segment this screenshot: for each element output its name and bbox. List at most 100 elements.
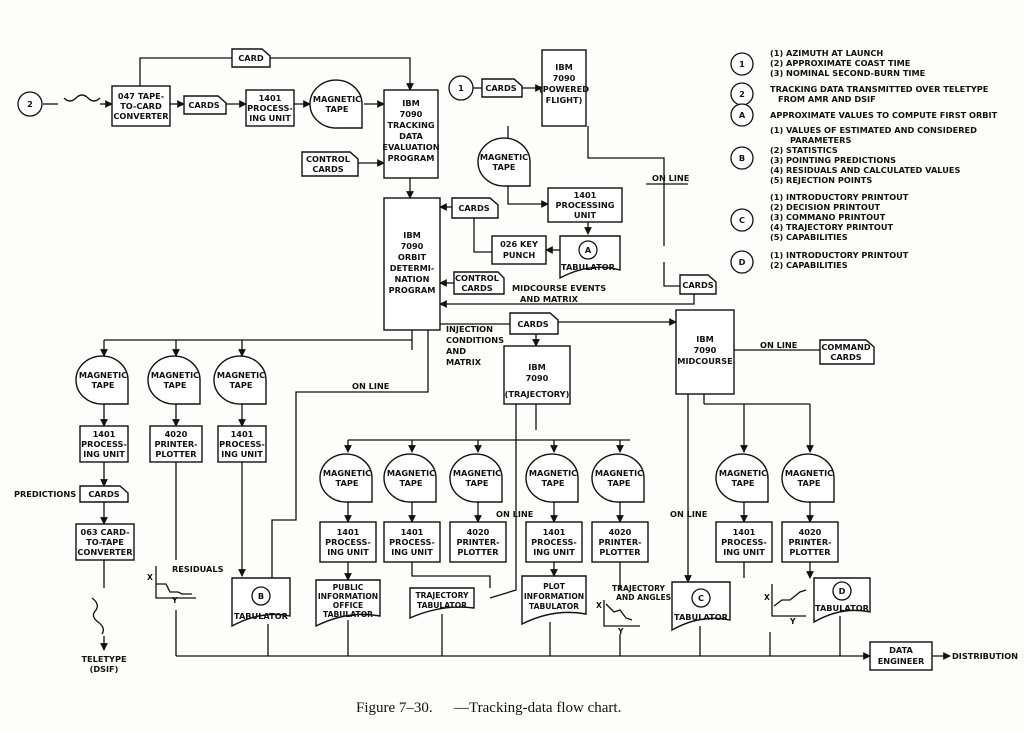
cards-b: CARDS — [481, 78, 523, 98]
proc-1401-b-box: 1401 PROCESSING UNIT — [547, 187, 623, 223]
legend: 1 (1) AZIMUTH AT LAUNCH (2) APPROXIMATE … — [730, 48, 998, 274]
legend-item-a: A APPROXIMATE VALUES TO COMPUTE FIRST OR… — [730, 103, 998, 127]
svg-text:TAPE: TAPE — [336, 478, 359, 488]
mag-tape-3: MAGNETIC TAPE — [213, 355, 267, 405]
svg-text:TAPE: TAPE — [92, 380, 115, 390]
svg-text:X: X — [764, 593, 770, 602]
svg-text:C: C — [698, 593, 704, 603]
svg-text:A: A — [739, 110, 746, 120]
svg-text:MAGNETIC: MAGNETIC — [785, 468, 833, 478]
svg-text:(2) DECISION PRINTOUT: (2) DECISION PRINTOUT — [770, 202, 880, 212]
legend-item-d: D (1) INTRODUCTORY PRINTOUT (2) CAPABILI… — [730, 250, 909, 274]
svg-text:COMMAND: COMMAND — [821, 342, 870, 352]
svg-text:ON LINE: ON LINE — [496, 509, 533, 519]
svg-text:B: B — [739, 153, 745, 163]
svg-text:PRINTER-: PRINTER- — [456, 537, 499, 547]
mag-tape-t1: MAGNETIC TAPE — [319, 453, 373, 503]
svg-text:1401: 1401 — [337, 527, 360, 537]
svg-text:ING UNIT: ING UNIT — [327, 547, 369, 557]
svg-text:DATA: DATA — [889, 645, 913, 655]
cards-d: CARDS — [679, 274, 717, 295]
printer-4020-t3-box: 4020 PRINTER- PLOTTER — [449, 521, 507, 563]
svg-text:AND: AND — [446, 346, 466, 356]
svg-text:A: A — [585, 245, 592, 255]
svg-text:1401: 1401 — [733, 527, 756, 537]
svg-text:OFFICE: OFFICE — [333, 601, 363, 610]
on-line-d: ON LINE — [496, 509, 533, 519]
svg-text:TAPE: TAPE — [798, 478, 821, 488]
svg-text:(2) CAPABILITIES: (2) CAPABILITIES — [770, 260, 848, 270]
svg-text:1401: 1401 — [259, 93, 282, 103]
svg-text:INFORMATION: INFORMATION — [318, 592, 378, 601]
svg-text:PREDICTIONS: PREDICTIONS — [14, 489, 76, 499]
svg-text:ON LINE: ON LINE — [652, 173, 689, 183]
svg-text:FLIGHT): FLIGHT) — [546, 95, 583, 105]
traj-angles-plot: TRAJECTORY AND ANGLES X Y — [596, 584, 671, 636]
svg-text:APPROXIMATE VALUES TO COMPUTE: APPROXIMATE VALUES TO COMPUTE FIRST ORBI… — [770, 110, 998, 120]
cards-a: CARDS — [183, 95, 227, 115]
svg-text:TRAJECTORY: TRAJECTORY — [612, 584, 666, 593]
svg-text:MAGNETIC: MAGNETIC — [453, 468, 501, 478]
svg-text:CARDS: CARDS — [458, 203, 489, 213]
svg-text:2: 2 — [739, 89, 745, 99]
svg-text:(DSIF): (DSIF) — [90, 664, 119, 674]
svg-text:MAGNETIC: MAGNETIC — [719, 468, 767, 478]
svg-text:IBM: IBM — [696, 334, 713, 344]
trajectory-box: IBM 7090 (TRAJECTORY) — [503, 345, 571, 405]
svg-text:CARDS: CARDS — [682, 280, 713, 290]
svg-text:(1) INTRODUCTORY PRINTOUT: (1) INTRODUCTORY PRINTOUT — [770, 192, 909, 202]
svg-text:CONTROL: CONTROL — [455, 273, 499, 283]
svg-text:MAGNETIC: MAGNETIC — [387, 468, 435, 478]
svg-text:(1) INTRODUCTORY PRINTOUT: (1) INTRODUCTORY PRINTOUT — [770, 250, 909, 260]
mag-tape-m2: MAGNETIC TAPE — [781, 453, 835, 503]
control-cards-b: CONTROL CARDS — [453, 271, 505, 295]
svg-text:TAPE: TAPE — [164, 380, 187, 390]
svg-text:MAGNETIC: MAGNETIC — [151, 370, 199, 380]
svg-text:CARDS: CARDS — [188, 100, 219, 110]
mag-tape-t5: MAGNETIC TAPE — [591, 453, 645, 503]
svg-text:MAGNETIC: MAGNETIC — [480, 152, 528, 162]
svg-text:Y: Y — [171, 596, 178, 605]
svg-text:D: D — [839, 586, 846, 596]
midcourse-box: IBM 7090 MIDCOURSE — [675, 309, 735, 395]
svg-text:4020: 4020 — [467, 527, 490, 537]
node-input-1: 1 — [448, 75, 474, 101]
cards-c: CARDS — [451, 197, 499, 219]
svg-text:IBM: IBM — [555, 62, 572, 72]
svg-text:INFORMATION: INFORMATION — [524, 592, 584, 601]
svg-text:PARAMETERS: PARAMETERS — [790, 135, 851, 145]
svg-text:PLOTTER: PLOTTER — [599, 547, 641, 557]
svg-text:7090: 7090 — [401, 241, 424, 251]
cards-e: CARDS — [509, 312, 559, 335]
mag-tape-2: MAGNETIC TAPE — [147, 355, 201, 405]
svg-text:IBM: IBM — [403, 230, 420, 240]
svg-text:—Tracking-data flow chart.: —Tracking-data flow chart. — [453, 700, 621, 716]
printer-4020-a-box: 4020 PRINTER- PLOTTER — [149, 425, 203, 463]
svg-text:7090: 7090 — [400, 109, 423, 119]
connector-lines — [43, 57, 951, 660]
orbit-det-box: IBM 7090 ORBIT DETERMI- NATION PROGRAM — [383, 197, 441, 331]
tabulator-c: C TABULATOR — [671, 581, 731, 632]
svg-text:TAPE: TAPE — [732, 478, 755, 488]
svg-text:Y: Y — [617, 627, 624, 636]
svg-text:TAPE: TAPE — [326, 104, 349, 114]
residuals-plot: RESIDUALS X Y — [147, 564, 224, 605]
svg-text:AND ANGLES: AND ANGLES — [616, 593, 671, 602]
svg-text:CONTROL: CONTROL — [306, 154, 350, 164]
proc-1401-c-box: 1401 PROCESS- ING UNIT — [79, 425, 129, 463]
svg-text:PROCESSING: PROCESSING — [556, 200, 615, 210]
svg-text:ING UNIT: ING UNIT — [723, 547, 765, 557]
svg-text:Figure 7–30.: Figure 7–30. — [356, 700, 433, 716]
key-punch-box: 026 KEY PUNCH — [491, 235, 547, 265]
svg-text:D: D — [739, 257, 746, 267]
svg-text:1401: 1401 — [543, 527, 566, 537]
svg-text:7090: 7090 — [553, 73, 576, 83]
svg-text:ON LINE: ON LINE — [670, 509, 707, 519]
svg-text:TELETYPE: TELETYPE — [81, 654, 126, 664]
tabulator-d: D TABULATOR — [813, 577, 871, 624]
svg-text:PLOTTER: PLOTTER — [789, 547, 831, 557]
printer-4020-m2-box: 4020 PRINTER- PLOTTER — [781, 521, 839, 563]
svg-text:CONVERTER: CONVERTER — [77, 547, 133, 557]
svg-text:ING UNIT: ING UNIT — [83, 449, 125, 459]
cards-f: CARDS — [79, 485, 129, 503]
